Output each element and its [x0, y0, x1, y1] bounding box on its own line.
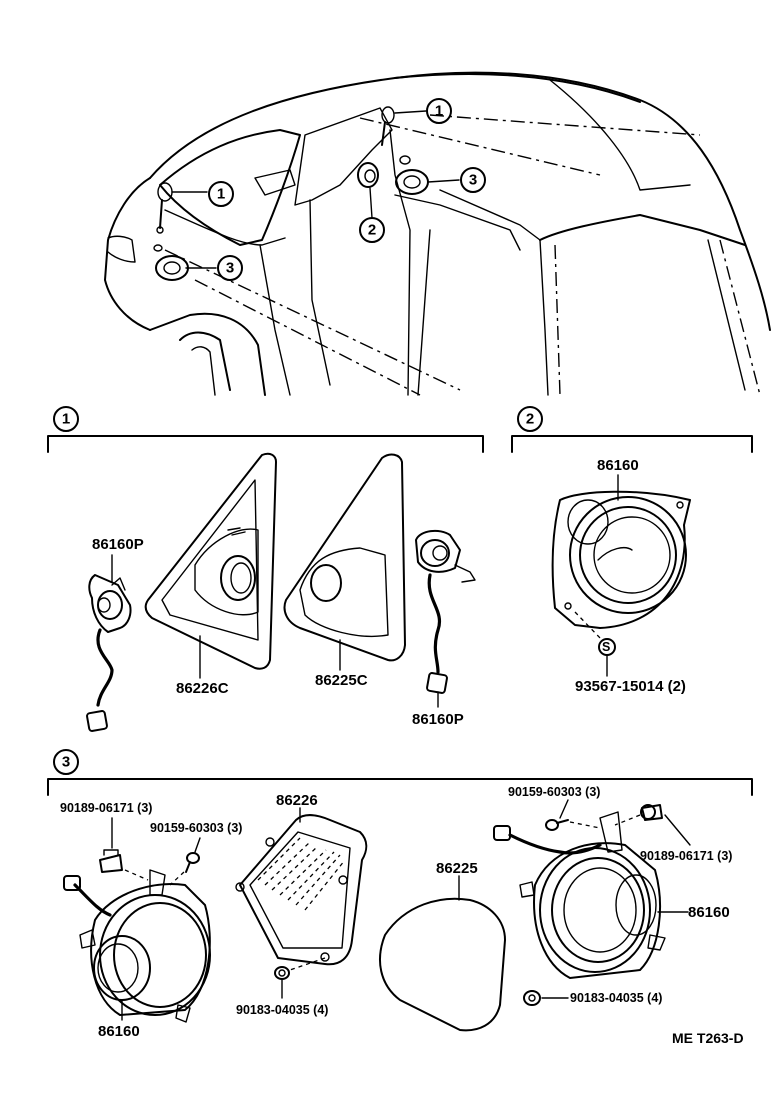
section-2-callout: 2	[526, 411, 534, 428]
vehicle-speaker-dash	[357, 162, 379, 188]
label-86160p-left: 86160P	[92, 536, 144, 553]
callout-2: 2	[368, 222, 376, 239]
vehicle-overview: 1 3 1 2 3	[104, 71, 771, 396]
label-90183-04035-left: 90183-04035 (4)	[236, 1003, 328, 1017]
vehicle-speaker-left-door	[153, 244, 189, 281]
label-93567-15014: 93567-15014 (2)	[575, 678, 686, 695]
label-86225c: 86225C	[315, 672, 368, 689]
screw-glyph: S	[602, 640, 610, 654]
label-90189-06171-left: 90189-06171 (3)	[60, 801, 152, 815]
reference-code: ME T263-D	[672, 1030, 744, 1046]
sec1-right-tweeter: 86160P	[412, 529, 476, 728]
sec3-right-hardware	[545, 799, 691, 846]
label-86226c: 86226C	[176, 680, 229, 697]
label-86160p-right: 86160P	[412, 711, 464, 728]
label-90183-04035-right: 90183-04035 (4)	[570, 991, 662, 1005]
label-86160-sec3-right: 86160	[688, 904, 730, 921]
section-2: 2 86160 S 93567-15014 (2)	[511, 406, 753, 695]
label-86160-sec2: 86160	[597, 457, 639, 474]
sec3-right-speaker: 86160 90183-04035 (4)	[493, 811, 730, 1006]
label-86225: 86225	[436, 860, 478, 877]
label-90189-06171-right: 90189-06171 (3)	[640, 849, 732, 863]
sec1-right-cover: 86225C	[283, 453, 406, 689]
sec3-left-hardware	[99, 849, 200, 886]
sec2-speaker: 86160 S 93567-15014 (2)	[551, 457, 691, 695]
section-3: 3 90189-06171 (3) 90159-60303 (3)	[47, 749, 753, 1040]
label-86226: 86226	[276, 792, 318, 809]
section-1-callout: 1	[62, 411, 70, 428]
section-3-callout: 3	[62, 754, 70, 771]
sec1-left-cover: 86226C	[144, 452, 277, 697]
label-86160-sec3-left: 86160	[98, 1023, 140, 1040]
label-90159-60303-left: 90159-60303 (3)	[150, 821, 242, 835]
sec3-left-grille: 86226 90183-04035 (4)	[235, 792, 368, 1017]
sec3-left-speaker: 86160	[63, 869, 211, 1040]
section-1: 1 86160P 86226C	[47, 406, 484, 732]
sec3-right-grille: 86225	[379, 860, 506, 1032]
callout-3-right: 3	[469, 172, 477, 189]
sec1-left-tweeter: 86160P	[86, 536, 144, 732]
callout-1-left: 1	[217, 186, 225, 203]
callout-1-right: 1	[435, 103, 443, 120]
vehicle-speaker-right-door	[395, 155, 429, 195]
vehicle-tweeter-right	[381, 106, 395, 146]
label-90159-60303-right: 90159-60303 (3)	[508, 785, 600, 799]
callout-3-left: 3	[226, 260, 234, 277]
